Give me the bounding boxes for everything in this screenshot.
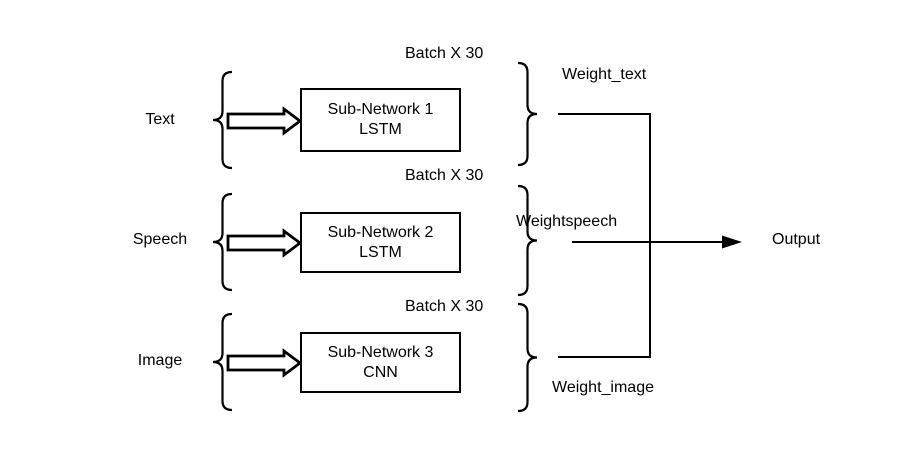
- subnetwork-type: LSTM: [359, 121, 402, 138]
- subnetwork-box-row1: Sub-Network 1 LSTM: [300, 88, 461, 152]
- batch-label-row1: Batch X 30: [405, 45, 484, 62]
- input-label-image: Image: [137, 352, 183, 369]
- output-label: Output: [772, 231, 821, 248]
- batch-label-row3: Batch X 30: [405, 298, 484, 315]
- right-brace-row1: [517, 61, 538, 167]
- subnetwork-box-row2: Sub-Network 2 LSTM: [300, 212, 461, 273]
- output-arrowhead: [722, 235, 742, 249]
- right-brace-row2: [517, 184, 538, 297]
- subnetwork-type: CNN: [363, 363, 398, 381]
- input-block-arrow-row2: [226, 228, 303, 258]
- input-block-arrow-row3: [226, 348, 303, 378]
- subnetwork-box-row3: Sub-Network 3 CNN: [300, 332, 461, 393]
- merge-bracket-line: [558, 113, 651, 358]
- subnetwork-name: Sub-Network 2: [327, 223, 434, 241]
- weight-label-speech: Weightspeech: [516, 213, 618, 230]
- input-label-text: Text: [145, 111, 175, 128]
- input-label-speech: Speech: [132, 231, 188, 248]
- subnetwork-name: Sub-Network 3: [327, 343, 434, 361]
- subnetwork-type: LSTM: [359, 243, 402, 261]
- left-brace-row2: [212, 192, 233, 292]
- weight-label-text: Weight_text: [562, 66, 647, 83]
- batch-label-row2: Batch X 30: [405, 167, 484, 184]
- right-brace-row3: [517, 302, 538, 413]
- input-block-arrow-row1: [226, 106, 303, 136]
- left-brace-row1: [212, 70, 233, 170]
- weight-label-image: Weight_image: [552, 379, 654, 396]
- subnetwork-name: Sub-Network 1: [327, 101, 434, 118]
- left-brace-row3: [212, 312, 233, 412]
